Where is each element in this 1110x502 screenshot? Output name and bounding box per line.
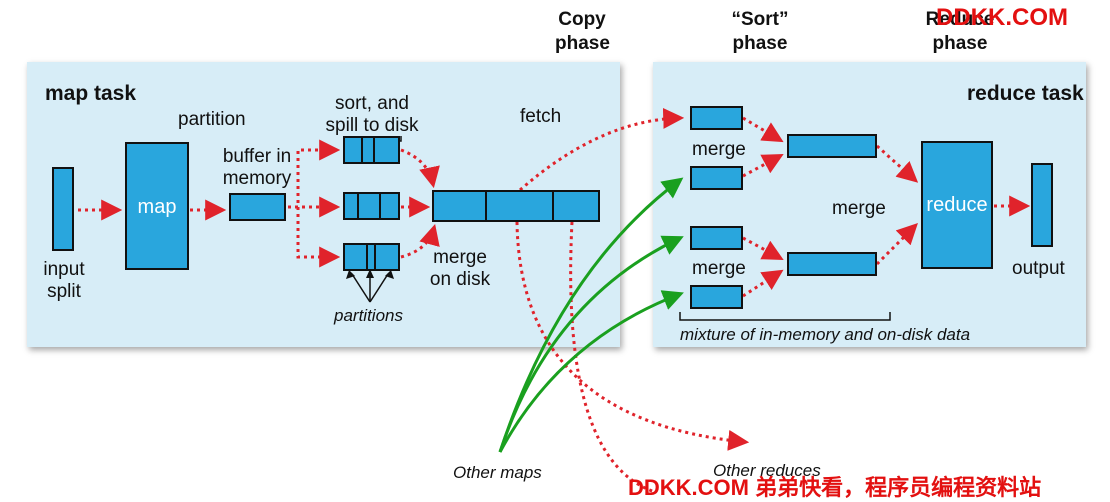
- spill-file-1: [343, 136, 400, 164]
- sort-spill-label: sort, and spill to disk: [322, 93, 422, 137]
- merge1a-arrow: [742, 116, 784, 143]
- merge-label-1: merge: [692, 139, 746, 160]
- partitions-arrow-left: [351, 273, 371, 303]
- reduce-phase-line2: phase: [932, 33, 988, 54]
- merged-file-div-b: [552, 190, 554, 222]
- partition-label: partition: [178, 109, 246, 130]
- reduce-input-2: [690, 166, 743, 190]
- input-split-label: input split: [36, 259, 92, 303]
- sort-phase-line2: phase: [732, 33, 788, 54]
- merged-output-file: [432, 190, 600, 222]
- merge-label-2: merge: [692, 258, 746, 279]
- reduce-input-1: [690, 106, 743, 130]
- input-split-line1: input: [43, 259, 85, 280]
- reduce-input-3: [690, 226, 743, 250]
- partitions-arrow-right: [369, 273, 389, 303]
- fetch-arrow: [519, 107, 685, 192]
- sort-phase-line1: “Sort”: [731, 9, 789, 30]
- sort-spill-line2: spill to disk: [325, 115, 419, 136]
- map-box: [125, 142, 189, 270]
- copy-phase-line1: Copy: [558, 9, 606, 30]
- merge2a-arrow: [742, 236, 784, 260]
- merge2-to-reduce-arrow: [875, 223, 918, 266]
- buffer-split-arrow: [288, 139, 341, 209]
- merge-center-label: merge: [832, 198, 886, 219]
- spill3-to-merge-arrow: [400, 223, 440, 259]
- merge-on-disk-line1: merge: [433, 247, 487, 268]
- output-box: [1031, 163, 1053, 247]
- partitions-label: partitions: [334, 306, 403, 325]
- reduce-box-label: reduce: [926, 194, 988, 216]
- merge1-to-reduce-arrow: [875, 144, 919, 183]
- watermark-bottom: DDKK.COM 弟弟快看，程序员编程资料站: [628, 475, 1042, 500]
- reduce-phase-line1: Reduce: [925, 9, 995, 30]
- copy-phase-line2: phase: [555, 33, 610, 54]
- reduce-box: [921, 141, 993, 269]
- spill-file-2-div-a: [357, 192, 359, 220]
- other-maps-label: Other maps: [453, 463, 542, 482]
- merge-on-disk-label: merge on disk: [425, 247, 495, 291]
- reduce-input-4: [690, 285, 743, 309]
- input-split-line2: split: [47, 281, 81, 302]
- input-split-box: [52, 167, 74, 251]
- buffer-line1: buffer in: [222, 146, 292, 167]
- other-reduces-label: Other reduces: [713, 461, 821, 480]
- spill-file-1-div-b: [373, 136, 375, 164]
- merge2b-arrow: [742, 269, 784, 298]
- buffer-box: [229, 193, 286, 221]
- map-box-label: map: [137, 196, 177, 218]
- spill1-to-merge-arrow: [400, 148, 440, 189]
- spill-file-2-div-b: [379, 192, 381, 220]
- merge1b-arrow: [742, 154, 784, 178]
- other-reduce-arrow-2: [569, 221, 656, 494]
- output-label: output: [1012, 258, 1065, 279]
- buffer-low-arrow: [296, 207, 341, 268]
- map-task-title: map task: [45, 82, 137, 105]
- reduce-phase-label: Reduce phase: [925, 8, 995, 56]
- merged-file-div-a: [485, 190, 487, 222]
- reduce-task-title: reduce task: [967, 82, 1084, 105]
- mixture-bracket: [679, 312, 891, 321]
- merged-file-top: [787, 134, 877, 158]
- other-map-arrow-2: [498, 235, 684, 453]
- sort-spill-line1: sort, and: [335, 93, 409, 114]
- mixture-label: mixture of in-memory and on-disk data: [680, 325, 971, 344]
- spill-file-3-div-b: [374, 243, 376, 271]
- other-reduce-arrow-1: [515, 221, 750, 451]
- sort-phase-label: “Sort” phase: [730, 8, 790, 56]
- spill-file-2: [343, 192, 400, 220]
- spill-file-1-div-a: [361, 136, 363, 164]
- buffer-line2: memory: [222, 168, 292, 189]
- merge-on-disk-line2: on disk: [429, 269, 491, 290]
- merged-file-bottom: [787, 252, 877, 276]
- watermark-top: DDKK.COM: [936, 4, 1068, 31]
- other-map-arrow-3: [498, 290, 684, 453]
- fetch-label: fetch: [520, 106, 562, 127]
- copy-phase-label: Copy phase: [555, 8, 610, 56]
- buffer-in-memory-label: buffer in memory: [216, 146, 298, 190]
- spill-file-3: [343, 243, 400, 271]
- spill-file-3-div-a: [366, 243, 368, 271]
